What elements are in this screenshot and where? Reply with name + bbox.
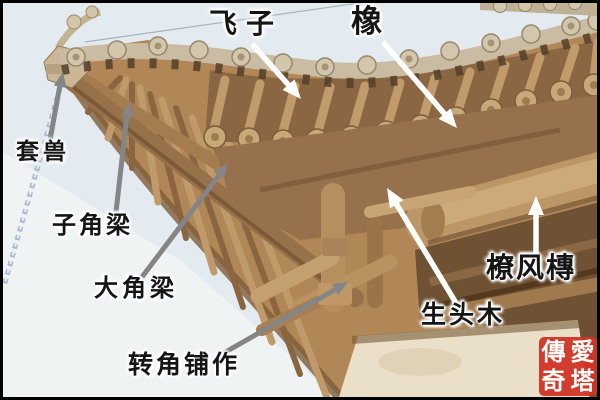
seal-char: 愛 <box>570 336 595 366</box>
watermark-seal: 傳 愛 奇 塔 <box>539 337 597 396</box>
arrow-feizi <box>249 42 301 99</box>
label-shengtoumu: 生头木 <box>421 300 506 329</box>
arrow-shengtoumu <box>387 188 459 305</box>
annotation-arrows <box>47 40 544 357</box>
wire <box>84 0 381 43</box>
label-dajiaoliang: 大角梁 <box>94 274 178 302</box>
seal-char: 奇 <box>541 366 566 396</box>
bell-chain <box>1 87 63 287</box>
arrow-taoshou <box>47 72 67 141</box>
arrow-liaofengtuan <box>528 196 544 256</box>
arrow-zijiaoliang <box>113 102 134 213</box>
label-taoshou: 套兽 <box>16 139 70 165</box>
label-liaofengtuan: 橑风槫 <box>486 251 577 284</box>
label-feizi: 飞子 <box>209 7 284 40</box>
seal-char: 傳 <box>541 336 566 366</box>
arrow-dajiaoliang <box>140 163 228 279</box>
eave-purlin <box>405 152 600 246</box>
label-zijiaoliang: 子角梁 <box>52 211 133 239</box>
arrow-zhuanjiaopuzuo <box>220 282 348 357</box>
arrow-xiang <box>380 40 457 128</box>
label-zhuanjiaopuzuo: 转角铺作 <box>128 350 241 379</box>
wall <box>338 316 600 400</box>
soffit-streak <box>259 127 561 193</box>
seal-char: 塔 <box>570 366 595 396</box>
label-xiang: 橡 <box>351 4 382 40</box>
under-purlin-structure <box>415 202 600 330</box>
